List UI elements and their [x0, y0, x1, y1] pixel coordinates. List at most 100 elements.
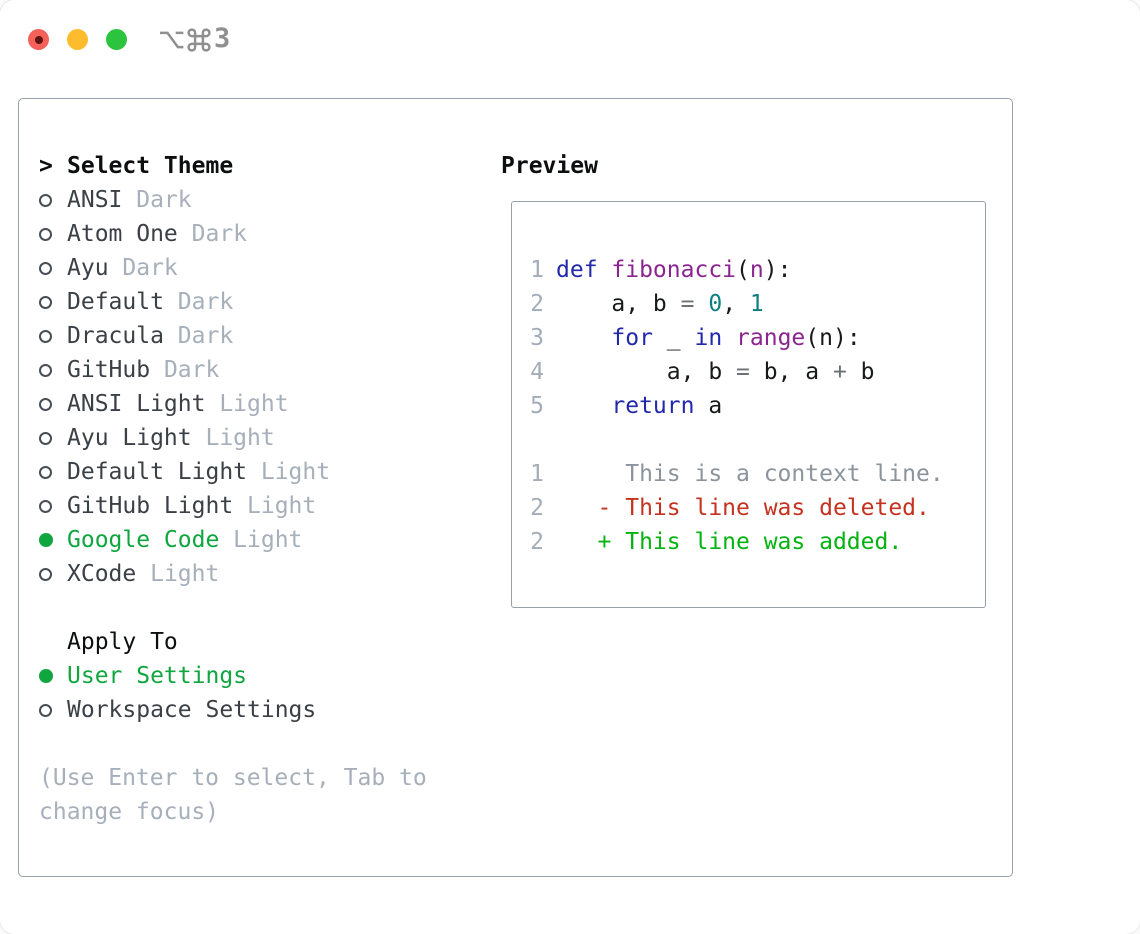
token-pl: a, b [556, 291, 681, 317]
token-kw: def [556, 257, 612, 283]
close-button[interactable] [28, 29, 49, 50]
theme-option-github[interactable]: GitHub Dark [39, 353, 501, 387]
token-add: + This line was added. [556, 529, 903, 555]
filled-circle-icon [39, 533, 53, 547]
token-fn: range [736, 325, 806, 351]
preview-line: 2 a, b = 0, 1 [530, 287, 985, 321]
radio-icon [39, 363, 67, 377]
token-del: - This line was deleted. [556, 495, 930, 521]
radio-icon [39, 329, 67, 343]
theme-name: ANSI [67, 187, 123, 213]
spacer [39, 591, 501, 625]
radio-icon [39, 465, 67, 479]
line-number: 1 [530, 461, 544, 487]
open-circle-icon [39, 363, 52, 377]
apply-to-header: Apply To [39, 625, 501, 659]
theme-name: Default Light [67, 459, 248, 485]
theme-variant: Dark [191, 221, 248, 247]
cursor-prompt: > [39, 153, 53, 179]
token-pl: b [860, 359, 875, 385]
preview-line: 1 This is a context line. [530, 457, 985, 491]
open-circle-icon [39, 261, 52, 275]
token-lit: 0 [708, 291, 723, 317]
theme-variant: Light [219, 391, 289, 417]
theme-name: GitHub [67, 357, 151, 383]
option-key-icon [159, 31, 184, 48]
line-number: 5 [530, 393, 544, 419]
open-circle-icon [39, 397, 52, 411]
line-number: 2 [530, 529, 544, 555]
apply-to-title: Apply To [67, 629, 178, 655]
minimize-button[interactable] [67, 29, 88, 50]
line-number: 2 [530, 495, 544, 521]
open-circle-icon [39, 703, 52, 717]
token-pl: ): [763, 257, 792, 283]
token-pl: ( [736, 257, 750, 283]
token-op: = [736, 359, 764, 385]
token-pl: (n): [805, 325, 861, 351]
theme-name: XCode [67, 561, 137, 587]
theme-variant: Dark [177, 289, 234, 315]
token-kw: return [611, 393, 695, 419]
theme-variant: Dark [163, 357, 220, 383]
token-pl: a, b [556, 359, 737, 385]
token-pl: b, a [763, 359, 833, 385]
theme-name: GitHub Light [67, 493, 234, 519]
theme-variant: Light [233, 527, 303, 553]
apply-option-label: User Settings [67, 663, 248, 689]
theme-name: ANSI Light [67, 391, 206, 417]
theme-label: Default Dark [67, 289, 233, 315]
token-fn: fibonacci [611, 257, 737, 283]
token-pl: a [694, 393, 723, 419]
maximize-button[interactable] [106, 29, 127, 50]
token-kw: for [611, 325, 653, 351]
apply-option-workspace-settings[interactable]: Workspace Settings [39, 693, 501, 727]
open-circle-icon [39, 329, 52, 343]
help-line: (Use Enter to select, Tab to [39, 765, 427, 791]
theme-name: Ayu [67, 255, 109, 281]
radio-icon [39, 703, 67, 717]
theme-name: Ayu Light [67, 425, 192, 451]
preview-line: 2 - This line was deleted. [530, 491, 985, 525]
theme-name: Default [67, 289, 164, 315]
token-op: = [680, 291, 709, 317]
apply-option-user-settings[interactable]: User Settings [39, 659, 501, 693]
theme-label: ANSI Light Light [67, 391, 289, 417]
close-button-dot [34, 35, 43, 44]
theme-option-ansi-light[interactable]: ANSI Light Light [39, 387, 501, 421]
radio-icon [39, 193, 67, 207]
token-pl [556, 325, 611, 351]
line-number: 2 [530, 291, 544, 317]
select-theme-header: > Select Theme [39, 149, 501, 183]
line-number: 4 [530, 359, 544, 385]
theme-option-default[interactable]: Default Dark [39, 285, 501, 319]
line-number: 3 [530, 325, 544, 351]
radio-icon [39, 295, 67, 309]
theme-label: GitHub Dark [67, 357, 219, 383]
token-op: + [832, 359, 861, 385]
open-circle-icon [39, 193, 52, 207]
